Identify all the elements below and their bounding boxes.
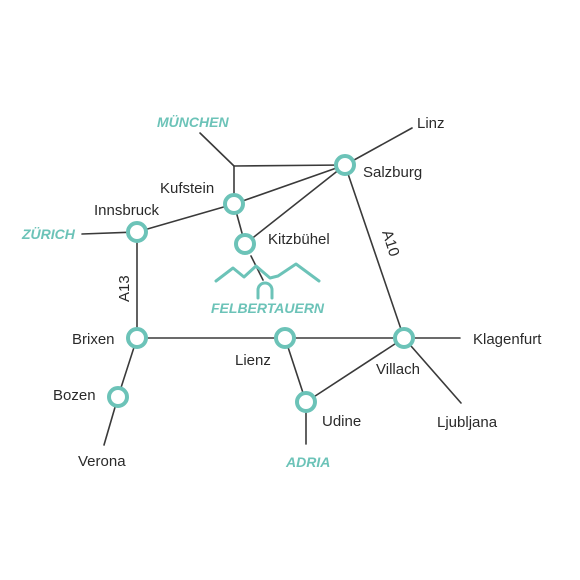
label-bozen: Bozen — [53, 387, 96, 404]
label-lienz: Lienz — [235, 352, 271, 369]
road-villach-udine — [305, 337, 405, 403]
road-network — [81, 127, 462, 446]
label-klagenfurt: Klagenfurt — [473, 331, 542, 348]
label-ljubljana: Ljubljana — [437, 414, 498, 431]
tunnel-icon — [256, 281, 274, 300]
road-salzburg-villach-a10 — [344, 164, 405, 339]
label-zuerich: ZÜRICH — [21, 226, 76, 242]
felbertauern-logo: FELBERTAUERN — [211, 262, 325, 316]
road-kufstein-innsbruck — [136, 203, 235, 233]
node-kufstein[interactable] — [223, 193, 245, 215]
city-labels: Linz Salzburg Kufstein Innsbruck Kitzbüh… — [53, 115, 542, 470]
road-junction-salzburg — [233, 164, 346, 167]
road-kufstein-salzburg — [233, 164, 346, 205]
road-villach-ljubljana — [403, 337, 462, 404]
node-lienz[interactable] — [274, 327, 296, 349]
label-a13: A13 — [116, 275, 133, 302]
node-salzburg[interactable] — [334, 154, 356, 176]
road-linz-salzburg — [344, 127, 413, 166]
city-nodes — [107, 154, 415, 413]
node-brixen[interactable] — [126, 327, 148, 349]
label-muenchen: MÜNCHEN — [157, 114, 229, 130]
label-salzburg: Salzburg — [363, 164, 422, 181]
node-kitzbuehel[interactable] — [234, 233, 256, 255]
felbertauern-label: FELBERTAUERN — [211, 300, 325, 316]
label-udine: Udine — [322, 413, 361, 430]
node-villach[interactable] — [393, 327, 415, 349]
label-brixen: Brixen — [72, 331, 115, 348]
road-muenchen-junction — [199, 132, 235, 167]
label-innsbruck: Innsbruck — [94, 202, 160, 219]
region-labels: MÜNCHEN ZÜRICH ADRIA — [21, 114, 330, 470]
label-a10: A10 — [378, 228, 402, 259]
label-verona: Verona — [78, 453, 126, 470]
label-kufstein: Kufstein — [160, 180, 214, 197]
road-lienz-udine — [284, 337, 307, 403]
node-bozen[interactable] — [107, 386, 129, 408]
node-udine[interactable] — [295, 391, 317, 413]
road-kitzbuehel-salzburg — [244, 164, 346, 245]
node-innsbruck[interactable] — [126, 221, 148, 243]
label-adria: ADRIA — [285, 454, 330, 470]
mountain-icon — [214, 262, 321, 283]
label-kitzbuehel: Kitzbühel — [268, 231, 330, 248]
label-villach: Villach — [376, 361, 420, 378]
label-linz: Linz — [417, 115, 445, 132]
